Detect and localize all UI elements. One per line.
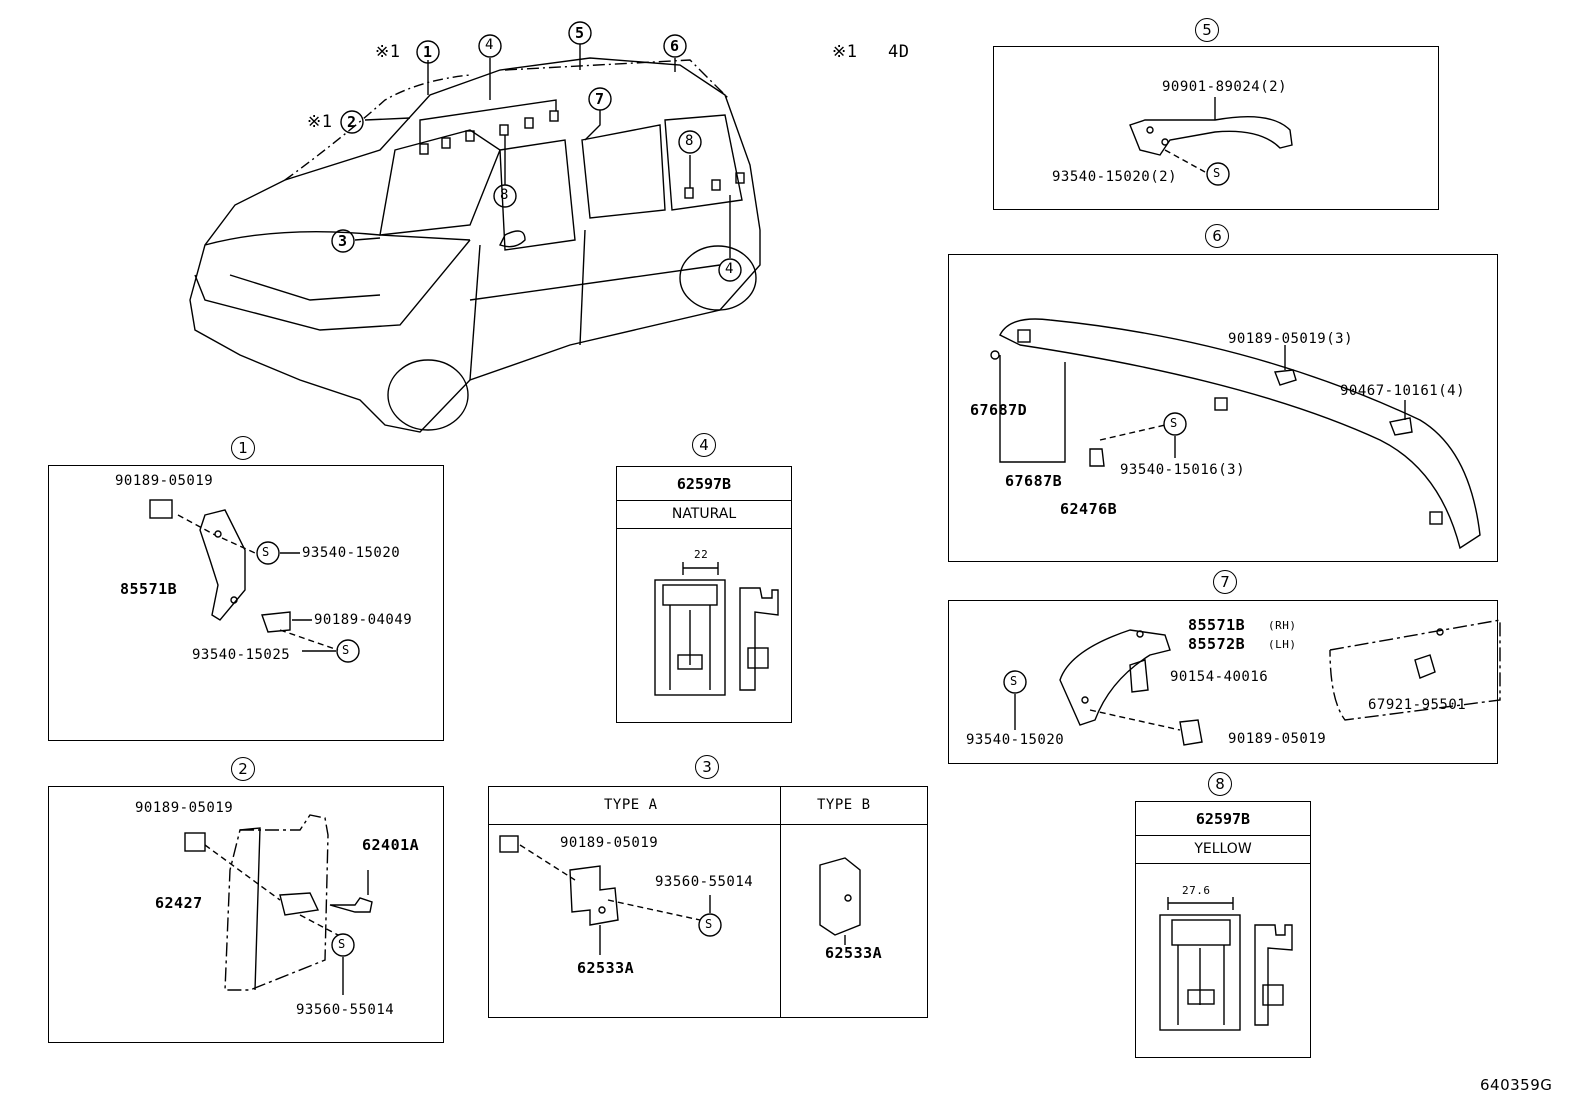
note-legend-mark: ※1 <box>832 42 858 62</box>
panel5 <box>993 46 1439 210</box>
panel3-part-93560-55014: 93560-55014 <box>655 874 754 890</box>
panel2-part-93560-55014: 93560-55014 <box>296 1002 395 1018</box>
panel1-part-93540-15025: 93540-15025 <box>192 647 291 663</box>
panel7-linework <box>1003 619 1501 746</box>
panel1-part-90189-05019: 90189-05019 <box>115 473 214 489</box>
note-legend-text: 4D <box>888 42 910 62</box>
panel3-s-mark: S <box>705 917 713 931</box>
panel7 <box>948 600 1498 764</box>
panel2-part-62401A: 62401A <box>362 836 420 854</box>
panel4: 62597B NATURAL <box>616 466 792 723</box>
panel7-part-85572B: 85572B <box>1188 635 1246 653</box>
note-mark-1: ※1 <box>375 42 401 62</box>
panel6-linework <box>990 318 1481 550</box>
panel8-dimension: 27.6 <box>1182 884 1211 897</box>
panel1-linework <box>149 499 360 663</box>
panel7-part-67921-95501: 67921-95501 <box>1368 697 1467 713</box>
panel1-part-93540-15020: 93540-15020 <box>302 545 401 561</box>
panel2 <box>48 786 444 1043</box>
overview-callout-4: 4 <box>485 37 494 53</box>
panel6-title: 6 <box>1205 224 1229 248</box>
panel2-linework <box>184 814 373 995</box>
panel2-s-mark: S <box>338 937 346 951</box>
panel5-linework <box>1129 97 1293 186</box>
panel1-s-mark-b: S <box>342 643 350 657</box>
note-mark-2: ※1 <box>307 112 333 132</box>
overview-callout-8b: 8 <box>685 133 694 149</box>
panel4-linework <box>654 562 779 696</box>
panel7-part-90154-40016: 90154-40016 <box>1170 669 1269 685</box>
panel6-part-67687D: 67687D <box>970 401 1028 419</box>
vehicle-illustration <box>189 21 761 433</box>
panel5-s-mark: S <box>1213 166 1221 180</box>
panel6-s-mark: S <box>1170 416 1178 430</box>
panel7-part-85571B: 85571B <box>1188 616 1246 634</box>
panel6-part-90189-05019: 90189-05019(3) <box>1228 331 1354 347</box>
panel7-s-mark: S <box>1010 674 1018 688</box>
panel6 <box>948 254 1498 562</box>
panel7-part-93540-15020: 93540-15020 <box>966 732 1065 748</box>
panel8: 62597B YELLOW <box>1135 801 1311 1058</box>
panel3-type-a-header: TYPE A <box>604 797 658 813</box>
panel7-lh-note: (LH) <box>1268 638 1297 651</box>
overview-callout-5: 5 <box>575 24 585 42</box>
overview-callout-4b: 4 <box>725 261 734 277</box>
panel2-part-62427: 62427 <box>155 894 203 912</box>
panel3-part-90189-05019: 90189-05019 <box>560 835 659 851</box>
panel6-part-67687B: 67687B <box>1005 472 1063 490</box>
panel3-linework <box>499 835 861 955</box>
panel1-title: 1 <box>231 436 255 460</box>
overview-callout-6: 6 <box>670 37 680 55</box>
overview-callout-7: 7 <box>595 90 605 108</box>
panel7-rh-note: (RH) <box>1268 619 1297 632</box>
panel7-title: 7 <box>1213 570 1237 594</box>
panel1-part-90189-04049: 90189-04049 <box>314 612 413 628</box>
overview-callout-3: 3 <box>338 232 348 250</box>
panel6-part-90467-10161: 90467-10161(4) <box>1340 383 1466 399</box>
panel8-title: 8 <box>1208 772 1232 796</box>
panel2-part-90189-05019: 90189-05019 <box>135 800 234 816</box>
panel3-title: 3 <box>695 755 719 779</box>
panel5-title: 5 <box>1195 18 1219 42</box>
figure-code: 640359G <box>1480 1076 1553 1094</box>
panel4-title: 4 <box>692 433 716 457</box>
panel3-part-62533A-b: 62533A <box>825 944 883 962</box>
panel4-color: NATURAL <box>671 506 737 522</box>
panel1-part-85571B: 85571B <box>120 580 178 598</box>
overview-callout-1: 1 <box>423 43 433 61</box>
overview-callout-8a: 8 <box>500 187 509 203</box>
panel3-part-62533A-a: 62533A <box>577 959 635 977</box>
panel7-part-90189-05019: 90189-05019 <box>1228 731 1327 747</box>
panel4-dimension: 22 <box>694 548 709 561</box>
panel8-linework <box>1159 897 1293 1031</box>
panel8-part: 62597B <box>1195 810 1251 828</box>
panel2-title: 2 <box>231 757 255 781</box>
overview-callout-2: 2 <box>347 113 357 131</box>
panel8-color: YELLOW <box>1194 841 1252 857</box>
panel3-type-b-header: TYPE B <box>817 797 871 813</box>
panel6-part-62476B: 62476B <box>1060 500 1118 518</box>
panel4-part: 62597B <box>676 475 732 493</box>
panel5-part-90901-89024: 90901-89024(2) <box>1162 79 1288 95</box>
panel1-s-mark-a: S <box>262 545 270 559</box>
panel5-part-93540-15020: 93540-15020(2) <box>1052 169 1178 185</box>
panel3 <box>488 786 928 1018</box>
panel6-part-93540-15016: 93540-15016(3) <box>1120 462 1246 478</box>
panel1 <box>48 465 444 741</box>
